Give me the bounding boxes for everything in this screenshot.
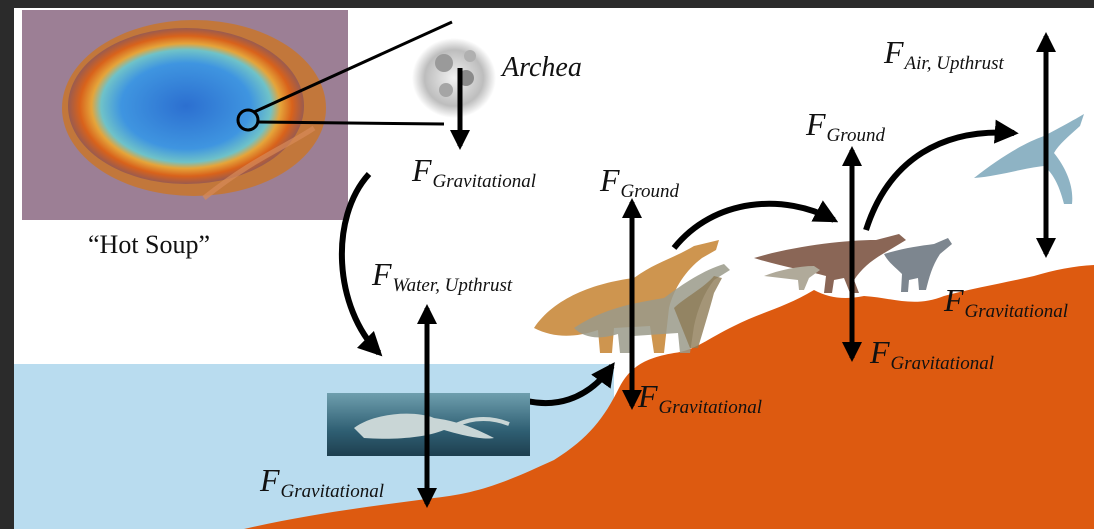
force-label-archea-gravitational: FGravitational <box>412 154 536 186</box>
force-label-ground-1: FGround <box>600 164 679 196</box>
force-label-gravitational-3: FGravitational <box>944 284 1068 316</box>
force-label-air-upthrust: FAir, Upthrust <box>884 36 1004 68</box>
zoom-line-bottom <box>258 122 444 124</box>
hot-spring-photo <box>22 10 348 220</box>
force-label-water-upthrust: FWater, Upthrust <box>372 258 512 290</box>
flow-arrow-theropods-to-flyer <box>866 132 1014 230</box>
archea-label: Archea <box>502 52 582 84</box>
flying-reptile-image <box>974 114 1084 204</box>
force-label-gravitational-2: FGravitational <box>870 336 994 368</box>
flow-arrow-sauropods-to-theropods <box>674 204 834 248</box>
diagram-frame: “Hot Soup” Archea FGravitational FWater,… <box>14 8 1094 529</box>
force-label-ground-2: FGround <box>806 108 885 140</box>
hot-soup-caption: “Hot Soup” <box>88 230 210 260</box>
force-label-gravitational-1: FGravitational <box>638 380 762 412</box>
evolution-forces-diagram <box>14 8 1094 529</box>
force-label-water-gravitational: FGravitational <box>260 464 384 496</box>
archea-cell-image <box>412 38 496 118</box>
